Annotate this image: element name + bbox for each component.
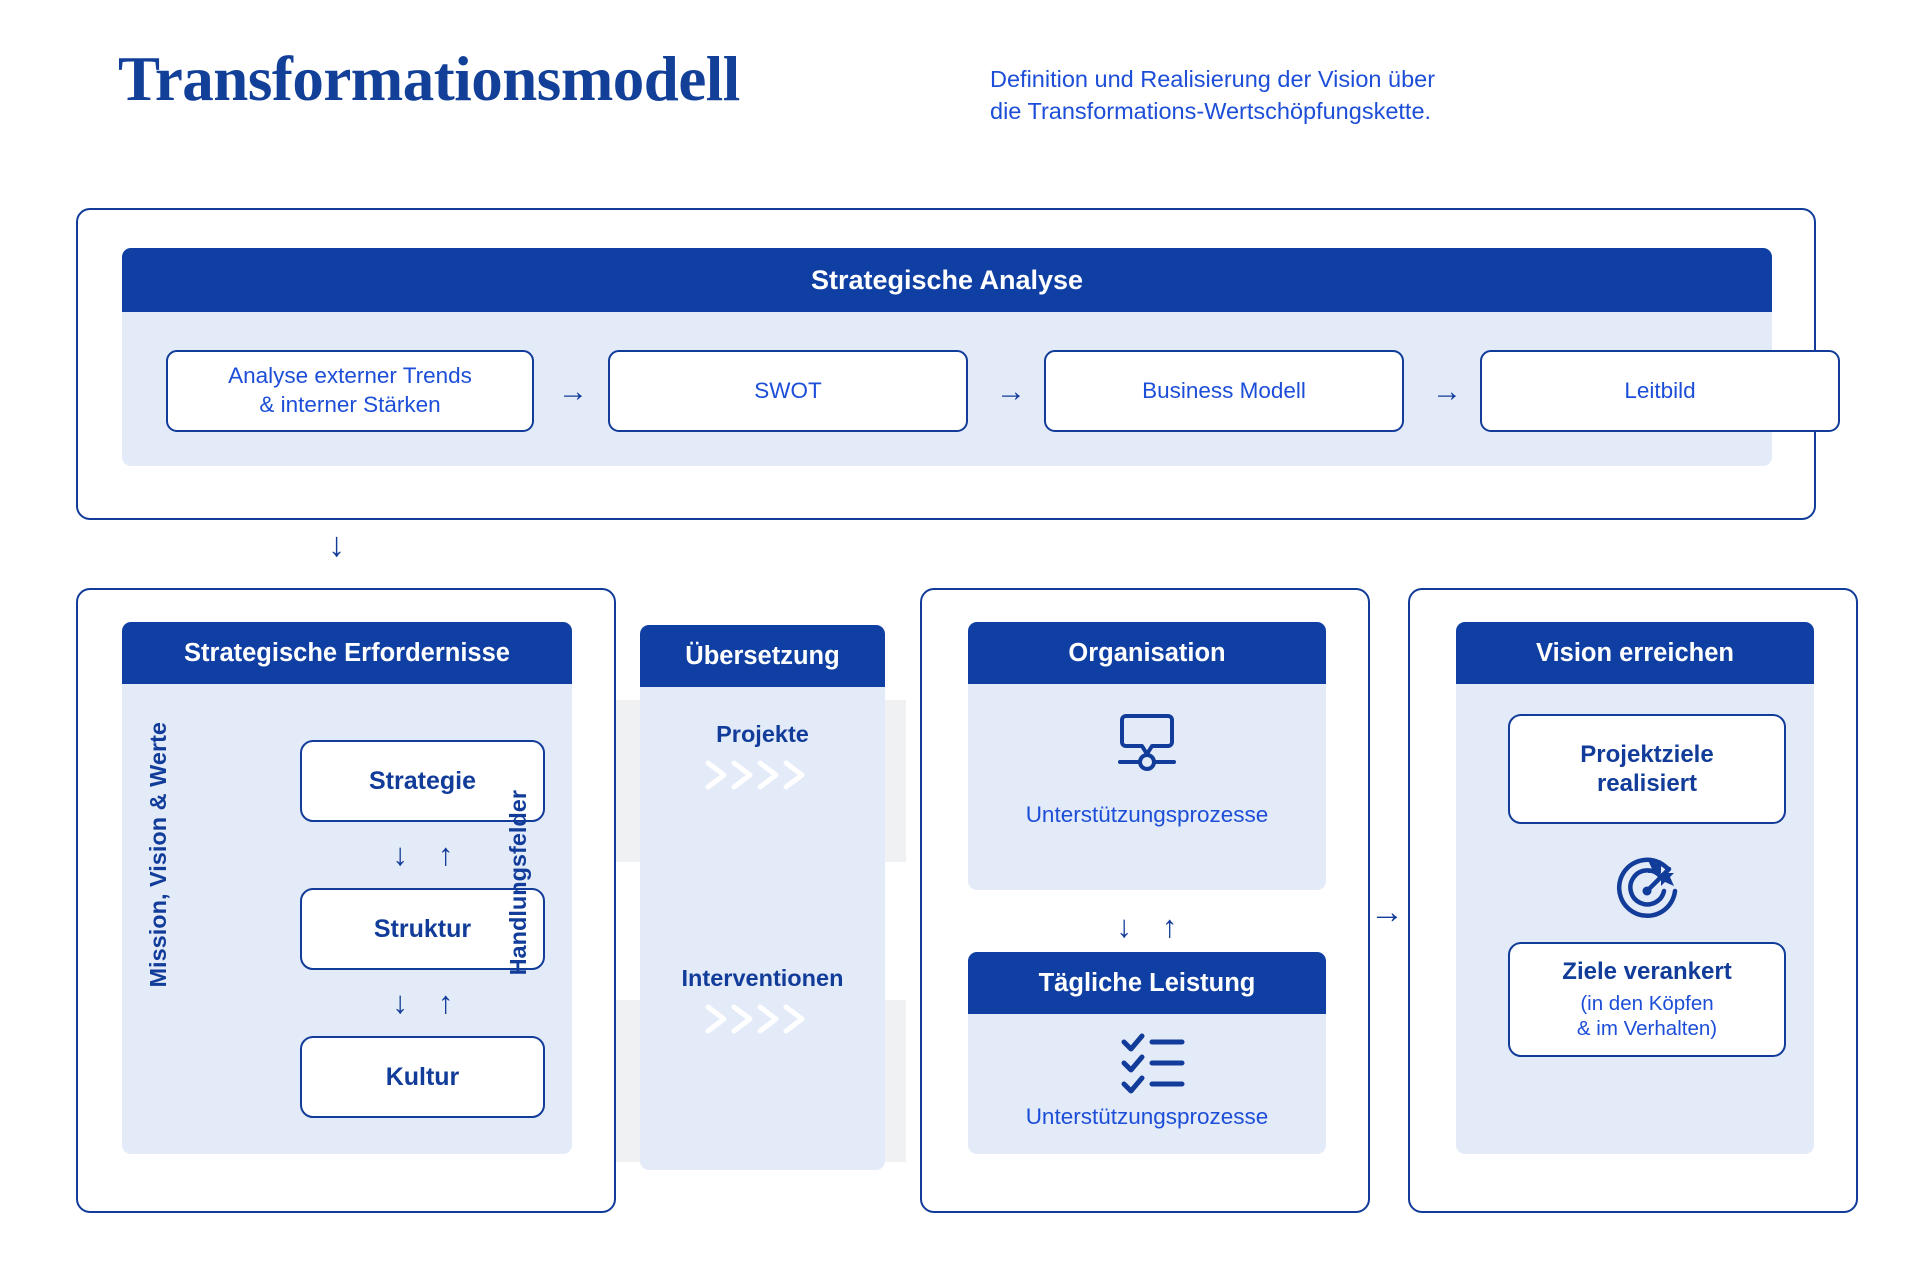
organisation-to-vision-arrow-icon: → — [1370, 893, 1404, 931]
connector-struktur-kultur: ↓ ↑ — [368, 976, 478, 1028]
organisation-top-body — [968, 684, 1326, 890]
uebersetzung-header: Übersetzung — [640, 625, 885, 687]
arrow-up-icon: ↑ — [438, 984, 454, 1020]
arrow-up-icon: ↑ — [1162, 908, 1178, 944]
page-header: Transformationsmodell Definition und Rea… — [118, 46, 1818, 136]
sa-step-trends[interactable]: Analyse externer Trends & interner Stärk… — [166, 350, 534, 432]
organisation-panel: Organisation Unterstützungsprozesse ↓ ↑ … — [920, 588, 1370, 1213]
arrow-down-icon: ↓ — [392, 836, 409, 872]
uebersetzung-panel: Übersetzung Projekte Interventionen — [640, 625, 885, 1170]
sa-arrow-1-icon: → — [558, 375, 588, 408]
box-strategie[interactable]: Strategie — [300, 740, 545, 822]
box-ziele-verankert[interactable]: Ziele verankert (in den Köpfen & im Verh… — [1508, 942, 1786, 1057]
uebersetzung-row-projekte-label: Projekte — [716, 721, 809, 747]
speech-bubble-node-icon — [1112, 708, 1182, 783]
box-projektziele-title: Projektziele realisiert — [1580, 740, 1714, 797]
organisation-top-caption: Unterstützungsprozesse — [1025, 802, 1269, 827]
page-title: Transformationsmodell — [118, 44, 740, 114]
vision-erreichen-panel: Vision erreichen Projektziele realisiert… — [1408, 588, 1858, 1213]
chevrons-right-icon-interventionen — [640, 997, 885, 1041]
sa-arrow-3-icon: → — [1432, 375, 1462, 408]
taegliche-leistung-header: Tägliche Leistung — [968, 952, 1326, 1014]
target-arrow-icon — [1605, 848, 1689, 937]
label-handlungsfelder: Handlungsfelder — [505, 790, 531, 976]
arrow-up-icon: ↑ — [438, 836, 454, 872]
organisation-connector: ↓ ↑ — [1092, 900, 1202, 952]
sa-step-swot[interactable]: SWOT — [608, 350, 968, 432]
box-struktur[interactable]: Struktur — [300, 888, 545, 970]
arrow-down-icon: ↓ — [392, 984, 409, 1020]
arrow-down-icon: ↓ — [1116, 908, 1133, 944]
label-mission-vision-werte: Mission, Vision & Werte — [145, 722, 171, 988]
strategische-erfordernisse-header: Strategische Erfordernisse — [122, 622, 572, 684]
box-ziele-verankert-subtitle: (in den Köpfen & im Verhalten) — [1576, 991, 1718, 1041]
section-flow-arrow-down-icon: ↓ — [328, 526, 345, 564]
sa-step-leitbild[interactable]: Leitbild — [1480, 350, 1840, 432]
organisation-bottom-caption: Unterstützungsprozesse — [1025, 1104, 1269, 1129]
box-kultur[interactable]: Kultur — [300, 1036, 545, 1118]
sa-step-business-modell[interactable]: Business Modell — [1044, 350, 1404, 432]
strategische-analyse-header: Strategische Analyse — [122, 248, 1772, 312]
sa-arrow-2-icon: → — [996, 375, 1026, 408]
organisation-header: Organisation — [968, 622, 1326, 684]
checklist-icon — [1118, 1030, 1188, 1099]
page-subtitle: Definition und Realisierung der Vision ü… — [990, 66, 1436, 125]
strategische-analyse-section: Strategische Analyse Analyse externer Tr… — [76, 208, 1840, 520]
vision-erreichen-header: Vision erreichen — [1456, 622, 1814, 684]
uebersetzung-row-interventionen-label: Interventionen — [681, 965, 844, 991]
strategische-erfordernisse-panel: Strategische Erfordernisse Strategie ↓ ↑… — [76, 588, 616, 1213]
connector-strategie-struktur: ↓ ↑ — [368, 828, 478, 880]
chevrons-right-icon-projekte — [640, 753, 885, 797]
box-projektziele-realisiert[interactable]: Projektziele realisiert — [1508, 714, 1786, 824]
organisation-bottom-body — [968, 1014, 1326, 1154]
box-ziele-verankert-title: Ziele verankert — [1562, 958, 1732, 986]
